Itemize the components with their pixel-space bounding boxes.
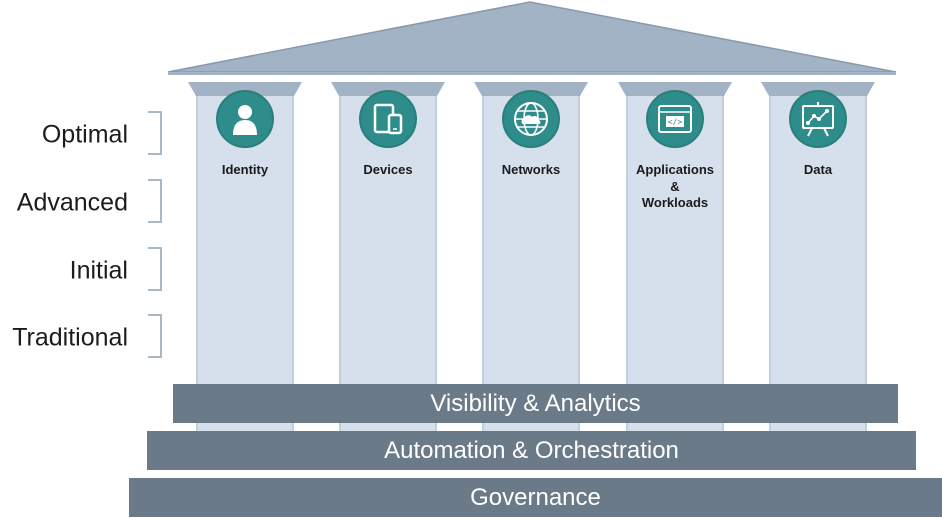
pillar-identity: Identity xyxy=(188,82,302,460)
pillar-label: Applications & Workloads xyxy=(618,162,732,212)
pillar-applications-workloads: </> Applications & Workloads xyxy=(618,82,732,460)
level-label: Traditional xyxy=(12,323,128,352)
pillar-label: Devices xyxy=(363,162,413,177)
foundation-governance: Governance xyxy=(129,478,942,517)
globe-cloud-icon xyxy=(502,90,560,148)
svg-text:</>: </> xyxy=(668,118,683,127)
level-bracket xyxy=(148,111,162,155)
level-bracket xyxy=(148,314,162,358)
level-traditional: Traditional xyxy=(0,314,164,362)
foundation-visibility-analytics: Visibility & Analytics xyxy=(173,384,898,423)
roof-pediment xyxy=(167,1,897,75)
presentation-chart-icon xyxy=(789,90,847,148)
level-label: Optimal xyxy=(41,120,128,149)
code-window-icon: </> xyxy=(646,90,704,148)
level-advanced: Advanced xyxy=(0,179,164,227)
level-optimal: Optimal xyxy=(0,111,164,159)
pillar-capital xyxy=(474,82,588,96)
foundation-automation-orchestration: Automation & Orchestration xyxy=(147,431,916,470)
pillar-devices: Devices xyxy=(331,82,445,460)
devices-icon xyxy=(359,90,417,148)
level-bracket xyxy=(148,179,162,223)
pillar-label: Data xyxy=(803,162,833,177)
person-icon xyxy=(216,90,274,148)
level-label: Initial xyxy=(69,256,128,285)
level-label: Advanced xyxy=(16,188,128,217)
pillar-capital xyxy=(761,82,875,96)
pillar-label-line: Workloads xyxy=(641,195,709,210)
pillar-label: Networks xyxy=(501,162,561,177)
pillar-label-line: & xyxy=(670,178,680,194)
pillar-networks: Networks xyxy=(474,82,588,460)
pillar-label-line: Applications xyxy=(635,162,714,177)
pillar-data: Data xyxy=(761,82,875,460)
pillar-capital xyxy=(331,82,445,96)
pillar-capital xyxy=(188,82,302,96)
level-initial: Initial xyxy=(0,247,164,295)
pillar-label: Identity xyxy=(221,162,269,177)
pillar-capital xyxy=(618,82,732,96)
level-bracket xyxy=(148,247,162,291)
